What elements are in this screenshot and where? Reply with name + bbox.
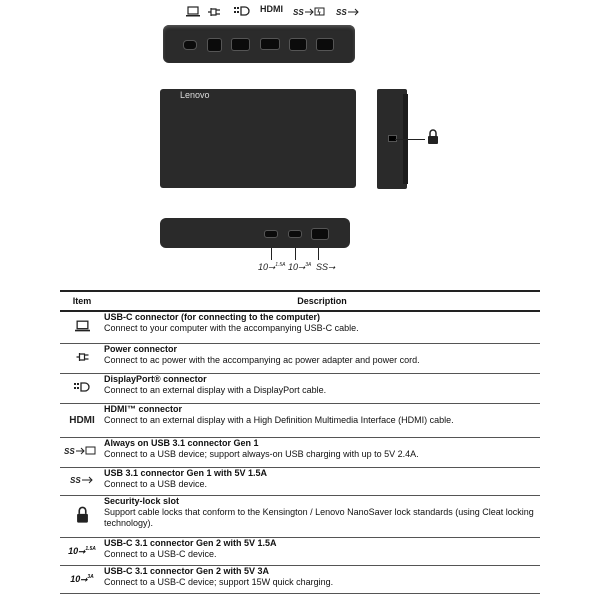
hdmi-icon: HDMI [69, 414, 95, 426]
usbc-10-1.5a-icon: 10⭢1.5A [68, 545, 96, 556]
usb-front-port [311, 228, 329, 240]
usb-ss-icon: SS [70, 476, 93, 485]
power-plug-icon [208, 8, 220, 16]
svg-text:SS: SS [64, 447, 75, 456]
item-description: Support cable locks that conform to the … [104, 506, 534, 528]
usb-ss-charge-icon: SS [293, 7, 325, 17]
hdmi-label: HDMI [260, 4, 283, 14]
displayport-port [231, 38, 250, 51]
usb-ss-label: SS⭢ [316, 262, 336, 272]
usbc-port-2 [288, 230, 302, 238]
item-title: USB-C 3.1 connector Gen 2 with 5V 1.5A [104, 537, 277, 548]
item-description: Connect to ac power with the accompanyin… [104, 354, 420, 365]
usbc-10-3a-icon: 10⭢3A [70, 573, 94, 584]
usbc-3a-label: 10⭢3A [288, 262, 312, 272]
item-title: USB-C 3.1 connector Gen 2 with 5V 3A [104, 565, 270, 576]
item-title: USB-C connector (for connecting to the c… [104, 312, 320, 322]
lock-icon [76, 506, 88, 523]
items-table: Item Description USB-C connector (for co… [60, 290, 540, 594]
hdmi-port [260, 38, 280, 50]
power-port [207, 38, 222, 52]
laptop-icon [186, 6, 200, 17]
laptop-icon [74, 320, 90, 332]
usb-ss-charge-icon: SS [64, 446, 96, 456]
item-description: Connect to a USB-C device; support 15W q… [104, 576, 334, 587]
item-title: HDMI™ connector [104, 403, 183, 414]
table-row: USB-C connector (for connecting to the c… [60, 311, 540, 344]
dock-top-view [160, 89, 356, 188]
item-title: Power connector [104, 343, 178, 354]
dock-illustration: HDMI SS SS Lenovo 10⭢1.5A 10⭢3A SS⭢ [0, 0, 600, 285]
item-description: Connect to an external display with a Hi… [104, 414, 454, 425]
item-description: Connect to an external display with a Di… [104, 384, 327, 395]
brand-logo: Lenovo [180, 90, 210, 100]
usbc-1.5a-label: 10⭢1.5A [258, 262, 286, 272]
usbc-port-1 [264, 230, 278, 238]
lock-icon [428, 129, 438, 144]
power-plug-icon [76, 353, 88, 361]
displayport-icon [234, 6, 250, 16]
item-title: DisplayPort® connector [104, 373, 207, 384]
displayport-icon [74, 381, 90, 392]
header-description: Description [104, 290, 540, 312]
item-description: Connect to a USB device; support always-… [104, 448, 419, 459]
item-description: Connect to your computer with the accomp… [104, 323, 359, 333]
item-title: USB 3.1 connector Gen 1 with 5V 1.5A [104, 467, 268, 478]
header-item: Item [60, 290, 104, 312]
item-title: Always on USB 3.1 connector Gen 1 [104, 437, 259, 448]
item-title: Security-lock slot [104, 495, 180, 506]
item-description: Connect to a USB device. [104, 478, 208, 489]
usbc-computer-port [183, 40, 197, 50]
dock-front-view [160, 218, 350, 248]
usb-port [316, 38, 334, 51]
usb-ss-icon: SS [336, 8, 359, 17]
item-description: Connect to a USB-C device. [104, 548, 217, 559]
table-row: 10⭢3A USB-C 3.1 connector Gen 2 with 5V … [60, 565, 540, 594]
security-slot [388, 135, 397, 142]
usb-charge-port [289, 38, 307, 51]
svg-text:SS: SS [336, 8, 347, 17]
svg-text:SS: SS [293, 8, 304, 17]
back-port-icons: HDMI SS SS [180, 4, 360, 22]
table-row: 10⭢1.5A USB-C 3.1 connector Gen 2 with 5… [60, 537, 540, 566]
svg-text:SS: SS [70, 476, 81, 485]
dock-back-view [163, 25, 355, 63]
